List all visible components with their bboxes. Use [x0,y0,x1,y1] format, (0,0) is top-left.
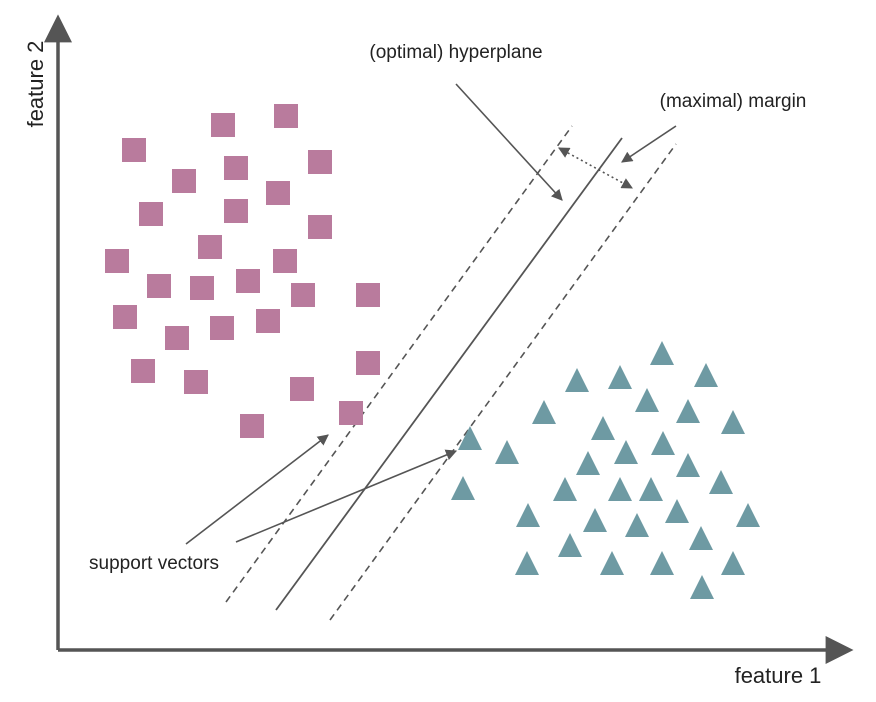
square-point [356,351,380,375]
triangle-point [583,508,607,532]
triangle-point [665,499,689,523]
triangle-point [558,533,582,557]
triangle-point [614,440,638,464]
triangle-point [532,400,556,424]
square-point [198,235,222,259]
square-point [122,138,146,162]
square-point [308,215,332,239]
square-point [256,309,280,333]
square-point [291,283,315,307]
margin-label: (maximal) margin [660,91,807,112]
triangle-point [495,440,519,464]
triangle-point [650,551,674,575]
triangle-point [709,470,733,494]
square-point [224,199,248,223]
margin-line-lower [329,143,677,621]
triangle-point [650,341,674,365]
triangle-point [515,551,539,575]
square-point [165,326,189,350]
triangle-point [676,399,700,423]
square-point [224,156,248,180]
square-point [308,150,332,174]
hyperplane-label: (optimal) hyperplane [369,42,542,63]
triangle-point [736,503,760,527]
triangle-point [651,431,675,455]
square-point [274,104,298,128]
triangle-point [600,551,624,575]
square-point [113,305,137,329]
margin-width-arrow [558,147,633,189]
x-axis-label: feature 1 [735,663,822,688]
square-point [211,113,235,137]
triangle-point [690,575,714,599]
triangle-point [458,426,482,450]
support-vector-arrow-2 [235,449,458,543]
triangle-point [591,416,615,440]
triangle-point [721,410,745,434]
support-vectors-label: support vectors [89,553,219,574]
square-point [290,377,314,401]
triangle-point [689,526,713,550]
class-triangle-points [451,341,760,599]
support-vector-arrow-1 [185,434,329,545]
class-square-points [105,104,380,438]
triangle-point [676,453,700,477]
y-axis-label: feature 2 [23,41,48,128]
square-point [356,283,380,307]
square-point [105,249,129,273]
square-point [131,359,155,383]
square-point [147,274,171,298]
square-point [172,169,196,193]
square-point [273,249,297,273]
square-point [210,316,234,340]
triangle-point [576,451,600,475]
triangle-point [694,363,718,387]
triangle-point [721,551,745,575]
square-point [190,276,214,300]
square-point [339,401,363,425]
square-point [266,181,290,205]
hyperplane-line [275,137,623,611]
triangle-point [639,477,663,501]
margin-pointer-arrow [621,125,677,163]
triangle-point [635,388,659,412]
triangle-point [565,368,589,392]
triangle-point [451,476,475,500]
triangle-point [608,477,632,501]
triangle-point [625,513,649,537]
square-point [236,269,260,293]
square-point [240,414,264,438]
hyperplane-pointer-arrow [455,83,563,201]
triangle-point [608,365,632,389]
square-point [184,370,208,394]
triangle-point [553,477,577,501]
triangle-point [516,503,540,527]
square-point [139,202,163,226]
